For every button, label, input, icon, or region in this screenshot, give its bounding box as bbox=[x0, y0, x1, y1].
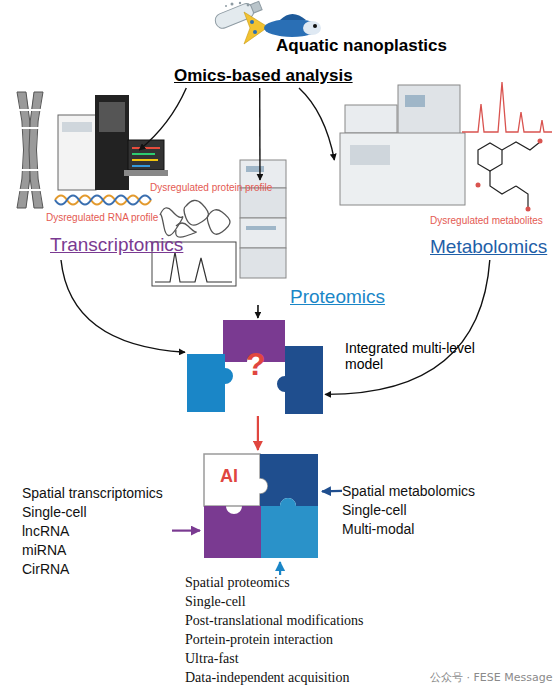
node-text: Single-cell bbox=[185, 594, 246, 610]
node-text: Post-translational modifications bbox=[185, 613, 363, 629]
node-text: Spatial proteomics bbox=[185, 575, 290, 591]
method-list: Spatial metabolomicsSingle-cellMulti-mod… bbox=[342, 483, 492, 539]
node-text: Multi-modal bbox=[342, 521, 414, 537]
flow-arrow bbox=[259, 88, 261, 180]
node-text: Aquatic nanoplastics bbox=[276, 36, 447, 56]
metabolomics-illustration bbox=[340, 82, 552, 212]
flow-arrow bbox=[325, 260, 490, 394]
node-text: Transcriptomics bbox=[50, 234, 183, 256]
flow-arrow bbox=[61, 260, 185, 352]
node-text: AI bbox=[220, 466, 238, 487]
flow-arrow bbox=[257, 416, 259, 450]
flow-arrow bbox=[257, 305, 259, 318]
node-text: Ultra-fast bbox=[185, 651, 239, 667]
flow-arrow bbox=[279, 562, 281, 575]
puzzle-piece-group: AI bbox=[200, 450, 322, 562]
puzzle-shape bbox=[200, 450, 322, 562]
node-text: Single-cell bbox=[342, 502, 407, 518]
node-text: Data-independent acquisition bbox=[185, 670, 349, 686]
node-text: Proteomics bbox=[290, 286, 385, 308]
node-text: Dysregulated metabolites bbox=[430, 215, 543, 227]
node-text: Spatial metabolomics bbox=[342, 483, 475, 499]
omics-panel: Dysregulated protein profileProteomics bbox=[145, 180, 385, 305]
node-text: lncRNA bbox=[22, 523, 69, 539]
node-text: Single-cell bbox=[22, 504, 87, 520]
flow-arrow bbox=[299, 88, 334, 160]
node-text: miRNA bbox=[22, 542, 66, 558]
watermark: 公众号 · FESE Message bbox=[430, 672, 552, 685]
node-text: ? bbox=[246, 346, 266, 383]
topic-group: Aquatic nanoplasticsOmics-based analysis bbox=[168, 34, 430, 88]
node-text: Metabolomics bbox=[430, 236, 547, 258]
puzzle-piece-group: ?Integrated multi-level model bbox=[185, 318, 325, 416]
node-text: Integrated multi-level model bbox=[345, 340, 495, 372]
node-text: Dysregulated protein profile bbox=[150, 182, 272, 194]
flow-arrow bbox=[322, 490, 342, 493]
node-text: CirRNA bbox=[22, 561, 69, 577]
node-text: Omics-based analysis bbox=[174, 66, 353, 86]
omics-panel: Dysregulated RNA profileTranscriptomics bbox=[10, 150, 180, 260]
node-text: Spatial transcriptomics bbox=[22, 485, 163, 501]
omics-panel: Dysregulated metabolitesMetabolomics bbox=[330, 160, 552, 260]
node-text: Portein-protein interaction bbox=[185, 632, 333, 648]
node-text: Dysregulated RNA profile bbox=[46, 212, 158, 224]
sequencing-illustration bbox=[17, 92, 168, 208]
flow-arrow bbox=[172, 529, 200, 531]
proteomics-illustration bbox=[152, 160, 286, 286]
flow-arrow bbox=[139, 88, 186, 150]
method-list: Spatial transcriptomicsSingle-cell lncRNA… bbox=[22, 485, 172, 580]
